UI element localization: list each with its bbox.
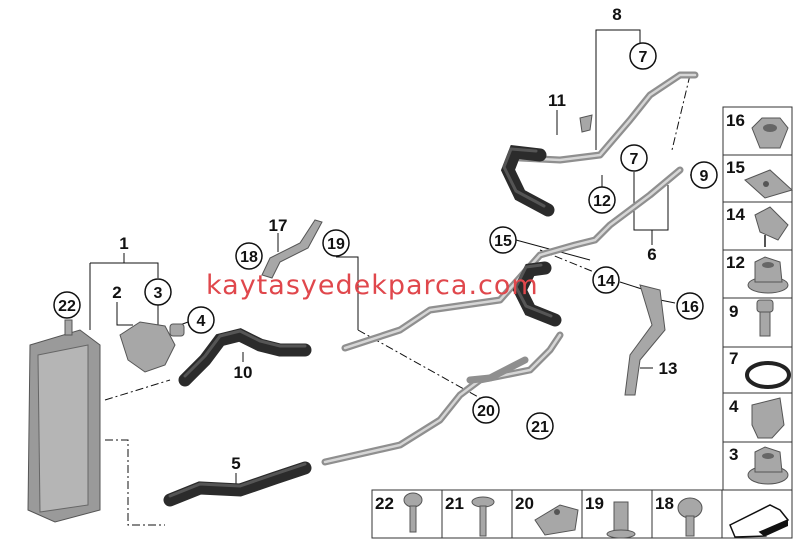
callout-22: 22: [53, 291, 81, 319]
collar-nut-icon: [747, 256, 789, 294]
hex-bolt-icon: [756, 299, 774, 337]
callout-4: 4: [187, 306, 215, 334]
legend-number: 9: [729, 302, 738, 321]
svg-text:3: 3: [154, 285, 163, 302]
callout-6: 6: [647, 245, 656, 264]
svg-text:7: 7: [630, 151, 639, 168]
legend-number: 22: [375, 494, 394, 513]
legend-number: 20: [515, 494, 534, 513]
callout-15: 15: [489, 226, 517, 254]
legend-column: 16 15 14 12 9 7 4 3: [722, 106, 793, 539]
callout-2: 2: [112, 283, 121, 302]
callout-9: 9: [690, 161, 718, 189]
callouts: 7 7 9 12 15 14 16 18 19 22 3 4 20 21 8 1…: [53, 5, 718, 473]
hex-nut-icon: [751, 117, 789, 149]
pipe-holder-icon: [534, 504, 579, 536]
legend-row: 22 21 20 19 18: [371, 489, 793, 539]
callout-11: 11: [548, 91, 566, 110]
clip-nut-icon: [744, 169, 793, 199]
legend-number: 15: [726, 158, 745, 177]
svg-text:18: 18: [240, 249, 258, 266]
callout-21: 21: [526, 412, 554, 440]
callout-19: 19: [322, 229, 350, 257]
svg-text:20: 20: [477, 403, 495, 420]
pan-head-screw-icon: [677, 497, 703, 537]
callout-16: 16: [676, 292, 704, 320]
svg-text:22: 22: [58, 298, 76, 315]
callout-13: 13: [659, 359, 678, 378]
svg-text:15: 15: [494, 233, 512, 250]
legend-number: 12: [726, 253, 745, 272]
callout-1: 1: [119, 234, 128, 253]
callout-17: 17: [269, 216, 288, 235]
svg-text:9: 9: [700, 168, 709, 185]
svg-text:16: 16: [681, 299, 699, 316]
legend-number: 4: [729, 397, 739, 416]
flange-nut-icon: [747, 446, 789, 485]
o-ring-icon: [745, 361, 791, 389]
svg-text:14: 14: [597, 273, 615, 290]
legend-number: 7: [729, 349, 738, 368]
callout-7b: 7: [620, 144, 648, 172]
arrow-direction-icon: [729, 504, 790, 538]
callout-8: 8: [612, 5, 621, 24]
watermark: kaytasyedekparca.com: [206, 270, 539, 301]
callout-5: 5: [231, 454, 240, 473]
svg-text:19: 19: [327, 236, 345, 253]
svg-text:7: 7: [639, 49, 648, 66]
callout-18: 18: [235, 242, 263, 270]
hoses: [163, 144, 562, 507]
callout-10: 10: [234, 363, 253, 382]
legend-number: 3: [729, 445, 738, 464]
legend-number: 18: [655, 494, 674, 513]
leader-lines: [89, 29, 698, 526]
legend-number: 14: [726, 205, 745, 224]
legend-number: 16: [726, 111, 745, 130]
rivet-nut-icon: [606, 501, 636, 539]
callout-7a: 7: [629, 42, 657, 70]
hose-clip-icon: [754, 206, 789, 247]
connector-clip-icon: [751, 397, 785, 439]
pipes: [321, 71, 699, 466]
callout-20: 20: [472, 396, 500, 424]
legend-number: 19: [585, 494, 604, 513]
oil-cooler: [27, 319, 101, 523]
hex-bolt-long-icon: [471, 496, 495, 537]
callout-12: 12: [588, 186, 616, 214]
callout-3: 3: [144, 278, 172, 306]
callout-14: 14: [592, 266, 620, 294]
svg-text:21: 21: [531, 419, 549, 436]
svg-text:12: 12: [593, 193, 611, 210]
legend-number: 21: [445, 494, 464, 513]
svg-text:4: 4: [197, 313, 206, 330]
thermostat-valve: [119, 321, 185, 373]
brackets: [261, 114, 666, 396]
torx-screw-icon: [403, 492, 423, 533]
